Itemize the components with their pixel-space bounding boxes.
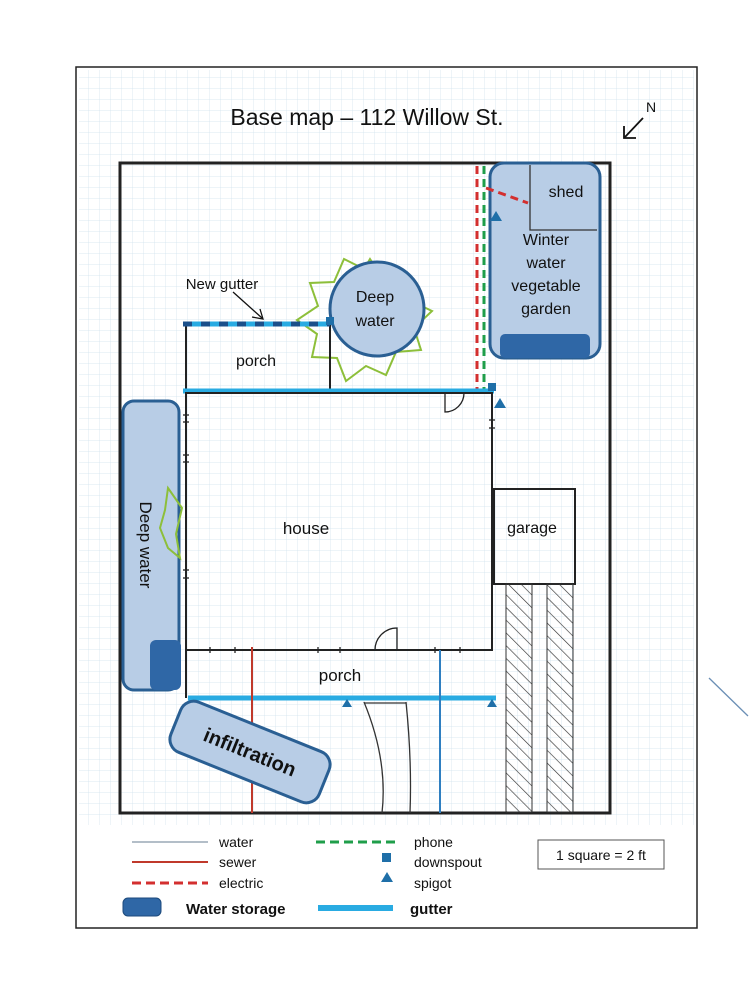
winter-garden-line-3: vegetable — [511, 278, 580, 295]
garage-label: garage — [507, 520, 557, 537]
house-outline — [185, 392, 493, 651]
edge-mark — [708, 677, 749, 717]
downspout-marker — [488, 383, 496, 391]
door-swing-top — [444, 392, 465, 413]
garden-tank — [500, 334, 590, 358]
new-gutter-pointer-head — [251, 308, 264, 320]
new-gutter-label: New gutter — [186, 276, 259, 293]
spigot-marker — [342, 699, 352, 707]
new-gutter-pointer — [232, 291, 263, 319]
legend-gutter-label: gutter — [410, 901, 453, 918]
deep-water-side-reservoir — [150, 640, 181, 690]
spigot-marker — [487, 699, 497, 707]
downspout-marker — [326, 317, 334, 325]
north-label: N — [646, 99, 656, 115]
shed-outline — [529, 165, 597, 231]
deep-water-side-tank — [121, 399, 181, 692]
legend-spigot-label: spigot — [414, 875, 451, 891]
legend-downspout-label: downspout — [414, 854, 482, 870]
spigot-marker — [494, 398, 506, 408]
north-arrow: N — [623, 99, 656, 139]
garage-outline — [493, 488, 576, 585]
legend-storage-swatch — [122, 897, 162, 917]
spigot-marker — [490, 211, 502, 221]
walkway — [363, 701, 412, 814]
winter-garden-line-1: Winter — [523, 232, 570, 249]
winter-garden-line-2: water — [525, 255, 566, 272]
legend-spigot-swatch — [381, 872, 393, 882]
property-boundary — [118, 161, 612, 815]
deep-water-tank-top — [328, 260, 426, 358]
porch-top-label: porch — [236, 353, 276, 370]
driveway-strip-right — [546, 583, 574, 813]
legend-phone-label: phone — [414, 834, 453, 850]
legend-scale-box — [537, 839, 665, 870]
winter-garden-line-4: garden — [521, 301, 571, 318]
shed-label: shed — [549, 184, 584, 201]
house-windows — [183, 414, 495, 653]
deep-water-top-line-1: Deep — [356, 289, 394, 306]
map-title: Base map – 112 Willow St. — [230, 104, 503, 130]
legend-water-label: water — [218, 834, 254, 850]
door-swing-bottom — [374, 627, 398, 651]
legend-downspout-swatch — [382, 853, 391, 862]
electric-branch — [485, 186, 529, 205]
legend: water sewer electric phone downspout spi… — [122, 834, 665, 918]
legend-storage-label: Water storage — [186, 901, 285, 918]
house-label: house — [283, 519, 329, 538]
legend-electric-label: electric — [219, 875, 263, 891]
legend-scale-label: 1 square = 2 ft — [556, 847, 646, 863]
deep-water-top-line-2: water — [354, 313, 395, 330]
deep-water-side-label: Deep water — [136, 502, 155, 589]
legend-sewer-label: sewer — [219, 854, 257, 870]
driveway-strip-left — [505, 583, 533, 813]
porch-bottom-label: porch — [319, 666, 362, 685]
infiltration-basin: infiltration — [168, 699, 332, 805]
infiltration-zone-side — [158, 485, 184, 561]
